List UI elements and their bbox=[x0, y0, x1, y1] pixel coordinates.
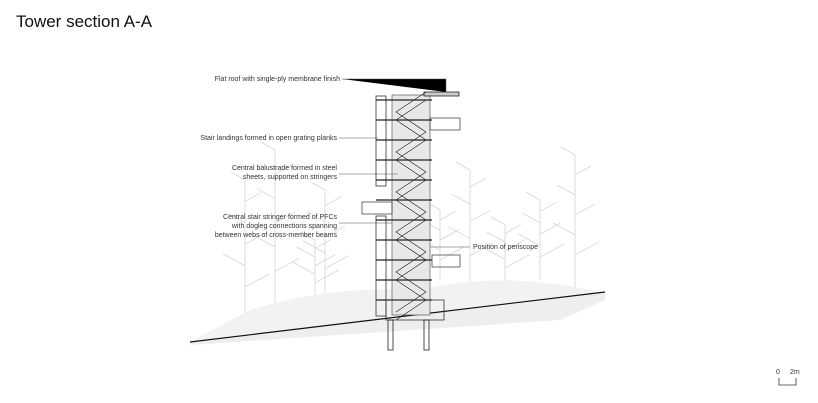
stair-flight bbox=[395, 239, 427, 261]
stair-flight bbox=[395, 299, 427, 321]
stair-flight bbox=[395, 279, 427, 301]
stair-flight bbox=[395, 259, 427, 281]
annotation-stringer-3: between webs of cross-member beams bbox=[214, 232, 337, 239]
stair-rail bbox=[395, 211, 427, 233]
stair-rail bbox=[395, 251, 427, 273]
tree bbox=[417, 201, 465, 280]
tree bbox=[482, 216, 530, 285]
tree bbox=[517, 191, 565, 280]
tree bbox=[292, 231, 340, 300]
mid-balcony bbox=[361, 201, 393, 215]
stair-flight bbox=[395, 179, 427, 201]
leader-lines bbox=[339, 78, 470, 248]
annotation-stringer-2: with dogleg connections spanning bbox=[231, 223, 337, 230]
stair-flight bbox=[395, 99, 427, 121]
ground-shade bbox=[190, 292, 605, 345]
tree bbox=[252, 141, 300, 320]
annotation-periscope: Position of periscope bbox=[473, 244, 538, 251]
annotation-stringer-1: Central stair stringer formed of PFCs bbox=[223, 214, 337, 221]
pile-right bbox=[423, 319, 430, 351]
stair-rail bbox=[395, 271, 427, 293]
lower-balcony bbox=[431, 254, 461, 268]
stair-rail bbox=[395, 111, 427, 133]
annotation-balustrade-2: sheets, supported on stringers bbox=[242, 174, 337, 181]
drawing-title: Tower section A-A bbox=[16, 12, 153, 31]
stair-rail bbox=[395, 291, 427, 313]
stair-rail bbox=[395, 91, 427, 113]
roof bbox=[423, 91, 460, 97]
tree bbox=[302, 181, 350, 300]
pile-left bbox=[387, 319, 394, 351]
tree bbox=[552, 146, 600, 295]
tower-left-wall-lower bbox=[375, 215, 387, 317]
stair-flight bbox=[395, 199, 427, 221]
stair-rail bbox=[395, 131, 427, 153]
tower-left-wall bbox=[375, 95, 387, 187]
ground-line bbox=[189, 291, 606, 343]
stair-rail bbox=[395, 151, 427, 173]
tree bbox=[222, 171, 270, 330]
scale-bar bbox=[778, 378, 797, 386]
stair-flight bbox=[395, 119, 427, 141]
stair-rail bbox=[395, 191, 427, 213]
stair-rail bbox=[395, 171, 427, 193]
stair-flight bbox=[395, 139, 427, 161]
scale-start: 0 bbox=[776, 369, 780, 376]
annotation-landings: Stair landings formed in open grating pl… bbox=[200, 135, 337, 142]
stair-flight bbox=[395, 219, 427, 241]
stair-rail bbox=[395, 231, 427, 253]
tree bbox=[447, 161, 495, 290]
annotation-balustrade-1: Central balustrade formed in steel bbox=[231, 165, 337, 172]
stair-flight bbox=[395, 159, 427, 181]
annotation-roof: Flat roof with single-ply membrane finis… bbox=[214, 76, 340, 83]
upper-balcony bbox=[429, 117, 461, 131]
base-platform bbox=[385, 299, 445, 321]
background-trees bbox=[222, 141, 600, 330]
scale-end: 2m bbox=[790, 369, 800, 376]
